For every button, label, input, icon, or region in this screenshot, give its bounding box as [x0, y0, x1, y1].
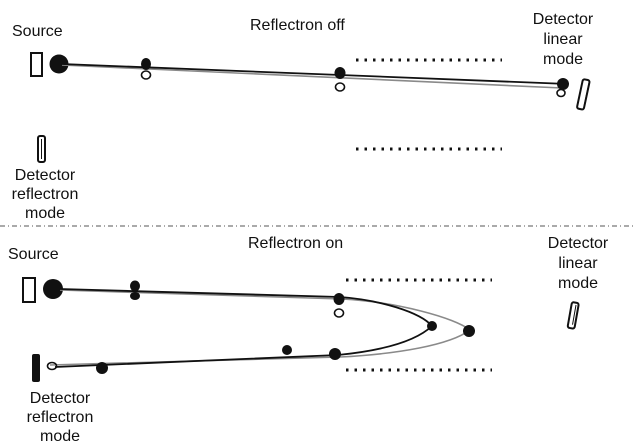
- detector-reflectron-label-off-3: mode: [25, 205, 65, 222]
- ion-path-gray-on: [49, 289, 472, 366]
- source-label-on: Source: [8, 246, 59, 263]
- ion-group-2-off: [334, 67, 346, 92]
- ion-turn-outer-on: [463, 325, 475, 337]
- detector-linear-on: [566, 301, 580, 330]
- detector-reflectron-label-on-1: Detector: [30, 390, 91, 407]
- ion-source-off: [30, 52, 69, 77]
- ion-group-2-on: [333, 293, 345, 318]
- detector-reflectron-label-on-2: reflectron: [27, 409, 94, 426]
- detector-linear-label-on-3: mode: [558, 275, 598, 292]
- detector-reflectron-on: [32, 354, 40, 382]
- ion-group-1-on: [130, 280, 140, 300]
- panel-title-off: Reflectron off: [250, 17, 345, 34]
- ion-return-open-on: [46, 361, 58, 371]
- detector-linear-label-on-2: linear: [558, 255, 598, 272]
- panel-title-on: Reflectron on: [248, 235, 343, 252]
- detector-reflectron-label-off-2: reflectron: [12, 186, 79, 203]
- ion-return-1-on: [282, 345, 292, 355]
- detector-linear-off: [576, 78, 591, 111]
- detector-linear-label-off-1: Detector: [533, 11, 594, 28]
- ion-path-black-on: [54, 288, 434, 368]
- panel-reflectron-off: Source Reflectron off Detector linear mo…: [12, 11, 594, 222]
- panel-reflectron-on: Source Reflectron on Detector linear mod…: [8, 235, 609, 445]
- ion-group-3-off: [556, 78, 569, 98]
- ion-path-black-off: [61, 63, 569, 85]
- detector-linear-label-off-3: mode: [543, 51, 583, 68]
- ion-return-2-on: [329, 348, 341, 360]
- detector-reflectron-off: [37, 135, 46, 163]
- ion-turn-inner-on: [427, 321, 437, 331]
- detector-linear-label-on-1: Detector: [548, 235, 609, 252]
- ion-group-1-off: [140, 58, 152, 80]
- detector-reflectron-label-off-1: Detector: [15, 167, 76, 184]
- ion-source-on: [22, 277, 63, 303]
- detector-linear-label-off-2: linear: [543, 31, 583, 48]
- ion-path-gray-off: [61, 64, 563, 89]
- source-label-off: Source: [12, 23, 63, 40]
- detector-reflectron-label-on-3: mode: [40, 428, 80, 445]
- ion-return-3-on: [96, 362, 108, 374]
